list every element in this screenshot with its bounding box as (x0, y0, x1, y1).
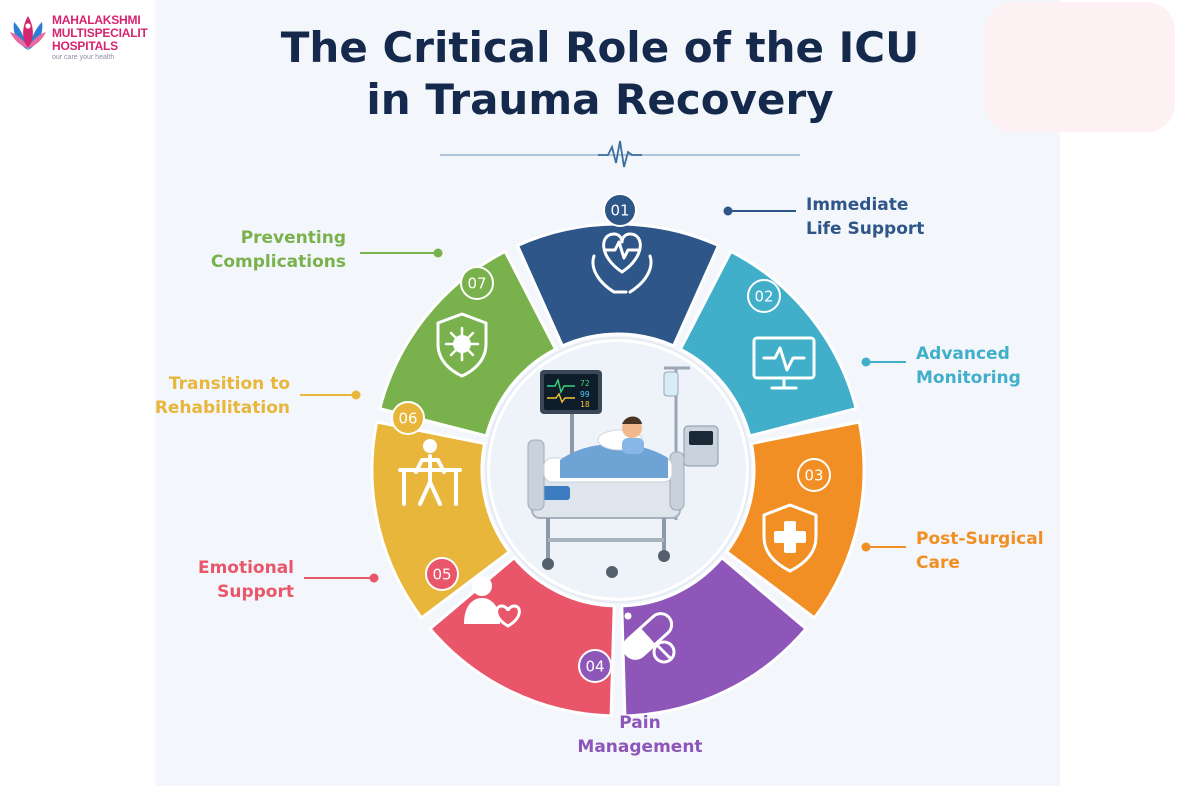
logo-name-line1: MAHALAKSHMI (52, 13, 141, 27)
monitor-reading-heart-rate: 72 (580, 379, 590, 388)
label-06-line2: Rehabilitation (154, 398, 290, 418)
title-line1: The Critical Role of the ICU (280, 23, 920, 72)
number-badge-07: 07 (460, 266, 494, 300)
monitor-reading-respiration: 18 (580, 400, 590, 409)
logo-name-line3: HOSPITALS (52, 39, 118, 53)
connector-05 (304, 573, 379, 583)
label-immediate-life-support: Immediate Life Support (806, 193, 924, 241)
number-07: 07 (467, 275, 486, 293)
number-04: 04 (585, 658, 604, 676)
hospital-logo: MAHALAKSHMI MULTISPECIALIT HOSPITALS our… (8, 8, 158, 68)
monitor-heartbeat-icon (752, 336, 816, 390)
label-02-line2: Monitoring (916, 368, 1021, 388)
heart-hands-icon (591, 232, 653, 294)
connector-03 (861, 542, 906, 552)
number-badge-02: 02 (747, 279, 781, 313)
icu-bed-patient-illustration: 72 99 18 (490, 342, 746, 598)
logo-name-line2: MULTISPECIALIT (52, 26, 148, 40)
label-01-line2: Life Support (806, 219, 925, 239)
label-transition-to-rehabilitation: Transition to Rehabilitation (150, 372, 290, 420)
label-03-line2: Care (916, 553, 960, 573)
label-preventing-complications: Preventing Complications (196, 226, 346, 274)
label-04-line1: Pain (619, 713, 661, 733)
number-03: 03 (804, 467, 823, 485)
connector-04 (635, 681, 645, 706)
number-01: 01 (610, 202, 629, 220)
person-parallel-bars-icon (398, 439, 462, 506)
connector-07 (360, 248, 443, 258)
label-emotional-support: Emotional Support (174, 556, 294, 604)
label-02-line1: Advanced (916, 344, 1010, 364)
title-line2: in Trauma Recovery (366, 75, 834, 124)
ring-segment-01 (516, 222, 720, 348)
label-01-line1: Immediate (806, 195, 909, 215)
label-07-line1: Preventing (240, 228, 346, 248)
shield-virus-icon (436, 312, 488, 378)
number-badge-01: 01 (603, 193, 637, 227)
number-badge-06: 06 (391, 401, 425, 435)
person-heart-icon (464, 576, 521, 628)
ring-segment-02 (678, 249, 858, 438)
label-04-line2: Management (577, 737, 703, 757)
number-05: 05 (432, 566, 451, 584)
number-02: 02 (754, 288, 773, 306)
label-pain-management: Pain Management (560, 711, 720, 759)
number-badge-05: 05 (425, 557, 459, 591)
label-post-surgical-care: Post-Surgical Care (916, 527, 1044, 575)
label-advanced-monitoring: Advanced Monitoring (916, 342, 1021, 390)
number-06: 06 (398, 410, 417, 428)
connector-06 (300, 390, 361, 400)
pills-icon (622, 612, 676, 664)
number-badge-03: 03 (797, 458, 831, 492)
label-05-line2: Support (217, 582, 294, 602)
label-03-line1: Post-Surgical (916, 529, 1044, 549)
ring-segment-05 (428, 556, 616, 718)
monitor-reading-oxygen: 99 (580, 390, 590, 399)
label-05-line1: Emotional (197, 558, 294, 578)
label-06-line1: Transition to (168, 374, 290, 394)
number-badge-04: 04 (578, 649, 612, 683)
connector-02 (861, 357, 906, 367)
lotus-logo-icon (10, 16, 46, 50)
title-divider-heartbeat-icon (440, 140, 800, 168)
page-title: The Critical Role of the ICU in Trauma R… (200, 22, 1000, 126)
decorative-card (985, 2, 1175, 132)
connector-01 (723, 206, 796, 216)
shield-cross-icon (762, 503, 818, 573)
logo-tagline: our care your health (52, 54, 115, 61)
ring-segment-04 (620, 556, 808, 718)
label-07-line2: Complications (210, 252, 346, 272)
